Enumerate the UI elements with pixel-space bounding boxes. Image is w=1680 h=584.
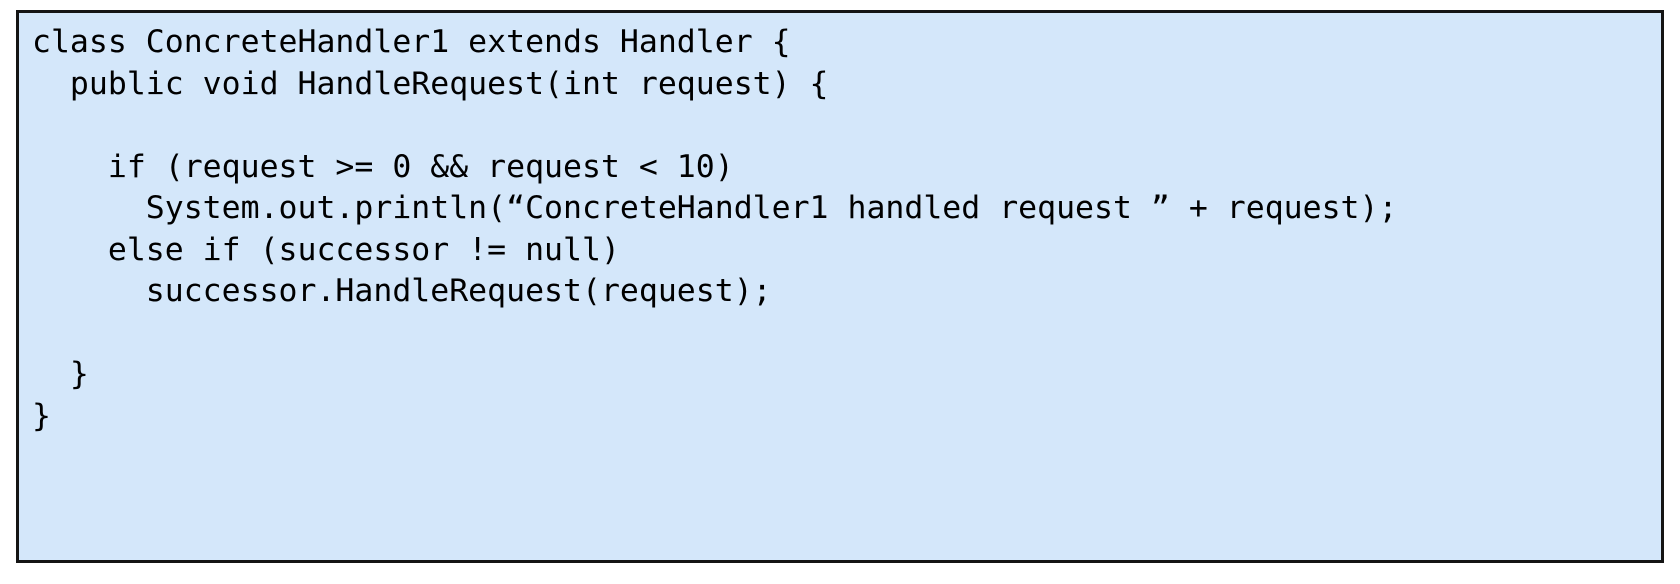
code-line — [32, 479, 1661, 521]
code-line: public void HandleRequest(int request) { — [32, 65, 829, 102]
code-line — [32, 437, 1661, 479]
code-line — [32, 105, 1661, 147]
code-block[interactable]: class ConcreteHandler1 extends Handler {… — [32, 22, 1661, 520]
code-line — [32, 313, 1661, 355]
code-line: successor.HandleRequest(request); — [32, 273, 772, 309]
code-line: System.out.println(“ConcreteHandler1 han… — [32, 190, 1398, 226]
code-line: if (request >= 0 && request < 10) — [32, 148, 734, 185]
code-line: class ConcreteHandler1 extends Handler { — [32, 24, 791, 60]
code-line: } — [32, 397, 51, 434]
code-listing-panel: class ConcreteHandler1 extends Handler {… — [16, 10, 1664, 563]
code-line: else if (successor != null) — [32, 231, 620, 268]
code-line: } — [32, 356, 89, 392]
